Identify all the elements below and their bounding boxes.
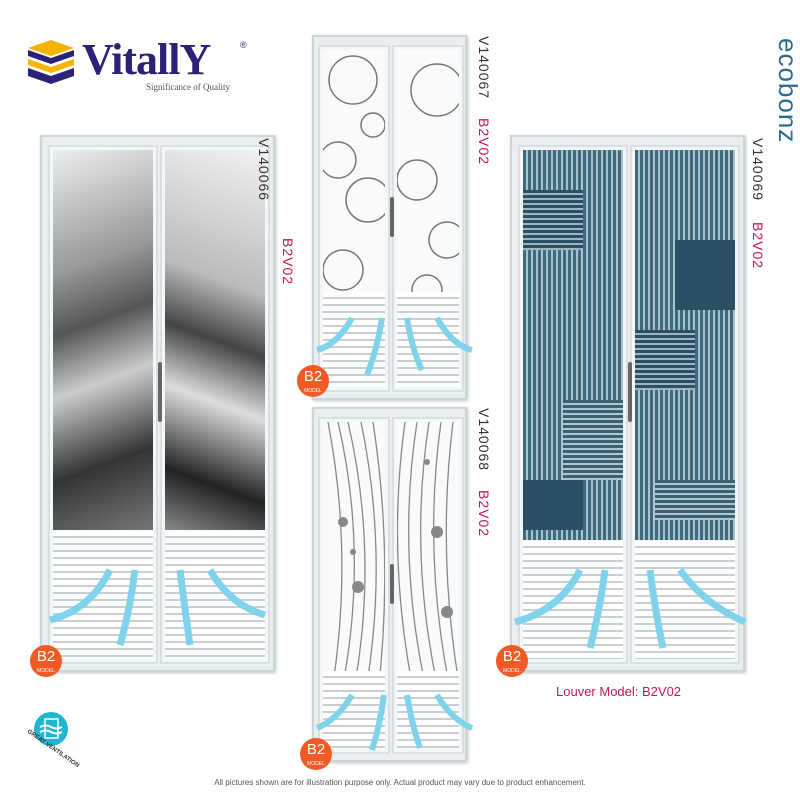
door-code: V140066 [256,138,272,202]
brand-tagline: Significance of Quality [146,82,230,92]
door-v140066 [40,135,275,672]
disclaimer: All pictures shown are for illustration … [214,778,586,787]
wave-pattern [397,422,459,684]
door-v140067 [312,35,467,400]
circle-pattern [323,55,385,291]
vitally-logo-icon [28,40,74,84]
ecobonz-logo: ecobonz [773,38,800,144]
door-model: B2V02 [280,238,296,286]
brand-name: VitallY [82,35,211,84]
door-v140069 [510,135,745,672]
circle-pattern [397,63,459,302]
louver-model-label: Louver Model: B2V02 [556,684,682,699]
door-v140068 [312,407,467,762]
great-ventilation-icon [34,712,68,746]
door-code: V140069 [750,138,766,202]
door-code: V140068 [476,408,492,472]
door-code: V140067 [476,36,492,100]
door-model: B2V02 [476,118,492,166]
door-model: B2V02 [750,222,766,270]
wave-pattern [327,422,385,684]
door-model: B2V02 [476,490,492,538]
registered-mark: ® [240,40,247,50]
